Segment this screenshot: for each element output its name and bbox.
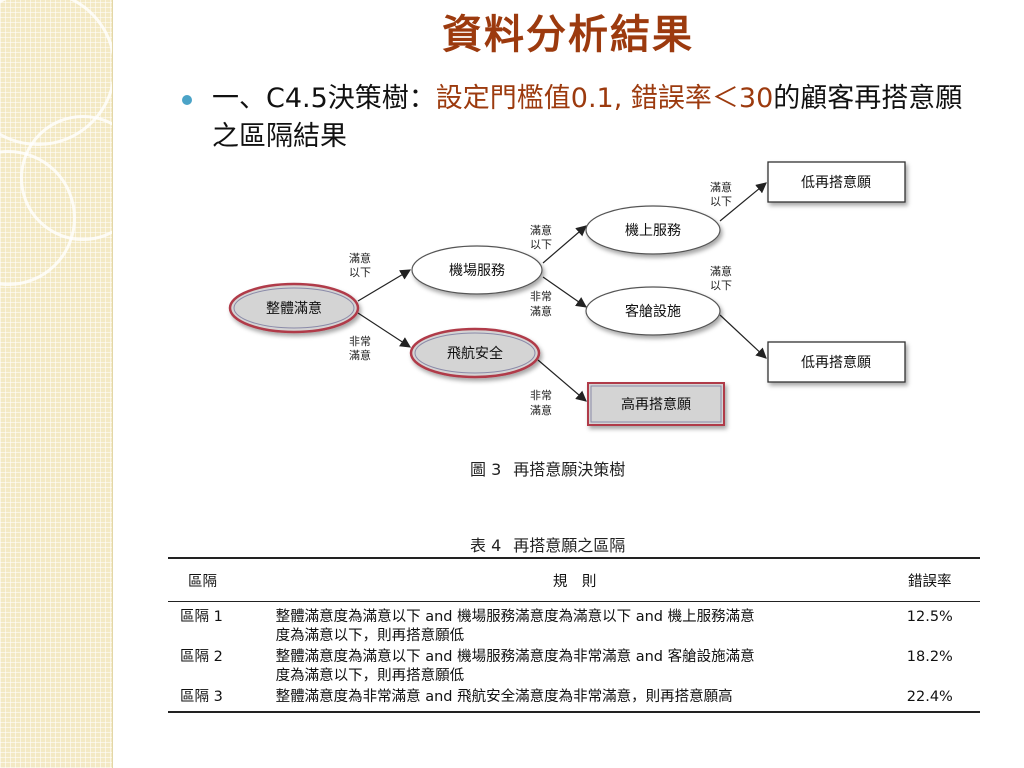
decision-tree-diagram: 滿意 以下 非常 滿意 滿意 以下 非常 滿意 滿意 以下 滿意 以下 非常 滿…	[228, 161, 906, 426]
column-header-segment: 區隔	[188, 574, 217, 590]
rule-line: 整體滿意度為滿意以下 and 機場服務滿意度為滿意以下 and 機上服務滿意	[275, 609, 755, 625]
rule-line: 整體滿意度為非常滿意 and 飛航安全滿意度為非常滿意，則再搭意願高	[275, 689, 733, 705]
rule-line: 度為滿意以下，則再搭意願低	[275, 668, 465, 684]
column-header-error: 錯誤率	[908, 574, 952, 590]
segment-cell: 區隔 1	[180, 609, 223, 625]
segment-cell: 區隔 2	[180, 649, 223, 665]
table-row: 區隔 1 整體滿意度為滿意以下 and 機場服務滿意度為滿意以下 and 機上服…	[168, 602, 980, 648]
leaf-low-intention-2: 低再搭意願	[767, 341, 906, 383]
bullet-suffix: 的顧客再搭意願之區隔結果	[212, 83, 963, 152]
leaf-low-intention-1-label: 低再搭意願	[801, 174, 871, 191]
bullet-highlight: 設定門檻值0.1, 錯誤率＜30	[435, 83, 774, 114]
rule-line: 整體滿意度為滿意以下 and 機場服務滿意度為非常滿意 and 客艙設施滿意	[275, 649, 755, 665]
figure-caption-text: 再搭意願決策樹	[513, 460, 626, 479]
leaf-low-intention-1: 低再搭意願	[767, 161, 906, 203]
leaf-low-intention-2-label: 低再搭意願	[801, 354, 871, 371]
table-row: 區隔 2 整體滿意度為滿意以下 and 機場服務滿意度為非常滿意 and 客艙設…	[168, 647, 980, 687]
node-onboard-service-label: 機上服務	[625, 223, 681, 239]
node-airport-service-label: 機場服務	[449, 263, 505, 279]
edge-label: 非常	[349, 335, 371, 348]
edge-root-to-safety	[357, 312, 412, 348]
edge-label: 滿意	[710, 264, 732, 278]
rule-cell: 整體滿意度為滿意以下 and 機場服務滿意度為滿意以下 and 機上服務滿意度為…	[270, 602, 880, 648]
table-caption-number: 表 4	[470, 536, 502, 555]
edge-label: 以下	[530, 238, 552, 251]
error-rate-cell: 18.2%	[906, 649, 953, 665]
edge-label: 滿意	[530, 403, 552, 417]
edge-label: 非常	[530, 290, 552, 303]
edge-cabin-to-low	[719, 314, 767, 359]
table-caption: 表 4 再搭意願之區隔	[470, 532, 625, 556]
error-rate-cell: 22.4%	[906, 689, 953, 705]
table-row: 區隔 3 整體滿意度為非常滿意 and 飛航安全滿意度為非常滿意，則再搭意願高 …	[168, 687, 980, 712]
table-caption-text: 再搭意願之區隔	[513, 536, 626, 555]
edge-label: 以下	[710, 279, 732, 292]
edge-root-to-airport	[357, 269, 412, 302]
edge-label: 滿意	[349, 348, 371, 362]
figure-caption-number: 圖 3	[470, 460, 502, 479]
edge-label: 非常	[530, 389, 552, 402]
bullet-text: 一、C4.5決策樹：設定門檻值0.1, 錯誤率＜30的顧客再搭意願之區隔結果	[212, 80, 987, 156]
node-airport-service: 機場服務	[411, 245, 543, 295]
slide-title: 資料分析結果	[442, 12, 694, 58]
edge-onboard-to-low	[719, 182, 767, 222]
figure-caption: 圖 3 再搭意願決策樹	[470, 456, 625, 480]
node-flight-safety-label: 飛航安全	[447, 345, 503, 362]
table-header-row: 區隔 規 則 錯誤率	[168, 558, 980, 602]
column-header-rule: 規 則	[552, 574, 597, 590]
edge-label: 滿意	[530, 223, 552, 237]
edge-safety-to-high	[537, 359, 587, 402]
node-cabin-facility-label: 客艙設施	[625, 303, 681, 320]
node-onboard-service: 機上服務	[585, 205, 721, 255]
bullet-icon	[182, 95, 192, 105]
error-rate-cell: 12.5%	[906, 609, 953, 625]
edge-label: 滿意	[530, 304, 552, 318]
edge-label: 以下	[349, 266, 371, 279]
node-root-label: 整體滿意	[266, 300, 322, 317]
edge-label: 滿意	[349, 251, 371, 265]
edge-airport-to-onboard	[542, 225, 587, 264]
rule-line: 度為滿意以下，則再搭意願低	[275, 628, 465, 644]
node-root: 整體滿意	[228, 282, 360, 334]
bullet-prefix: 一、C4.5決策樹：	[212, 83, 436, 114]
edge-label: 以下	[710, 195, 732, 208]
node-flight-safety: 飛航安全	[409, 327, 541, 379]
rule-cell: 整體滿意度為滿意以下 and 機場服務滿意度為非常滿意 and 客艙設施滿意度為…	[270, 647, 880, 687]
edge-label: 滿意	[710, 180, 732, 194]
leaf-high-intention-label: 高再搭意願	[621, 396, 691, 413]
decorative-sidebar	[0, 0, 113, 768]
leaf-high-intention: 高再搭意願	[587, 382, 725, 426]
edge-airport-to-cabin	[542, 276, 587, 308]
segment-cell: 區隔 3	[180, 689, 223, 705]
node-cabin-facility: 客艙設施	[585, 286, 721, 336]
segment-rules-table: 區隔 規 則 錯誤率 區隔 1 整體滿意度為滿意以下 and 機場服務滿意度為滿…	[168, 557, 980, 713]
rule-cell: 整體滿意度為非常滿意 and 飛航安全滿意度為非常滿意，則再搭意願高	[270, 687, 880, 712]
